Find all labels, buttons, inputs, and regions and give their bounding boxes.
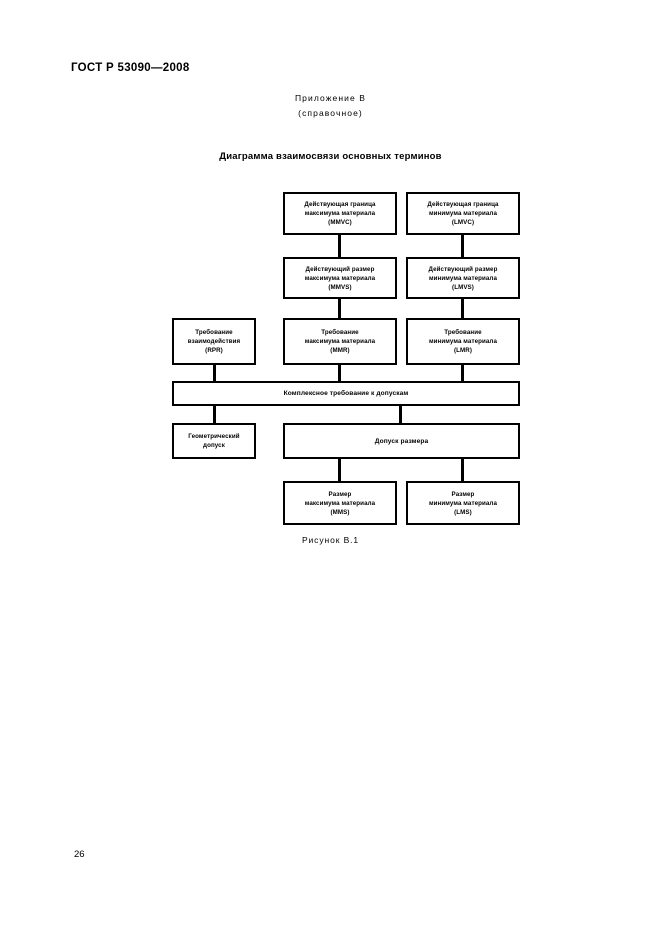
- node-rpr-label: Требование взаимодействия (RPR): [187, 329, 241, 354]
- node-complex-requirement-label: Комплексное требование к допускам: [283, 390, 409, 397]
- connector-lmvs-lmr: [461, 297, 464, 320]
- connector-complex-geotol: [213, 404, 216, 425]
- annex-block: Приложение В (справочное): [0, 91, 661, 121]
- node-mmvc-label: Действующая граница максимума материала …: [304, 201, 376, 226]
- connector-lmvc-lmvs: [461, 233, 464, 259]
- node-mmvs[interactable]: Действующий размер максимума материала (…: [283, 257, 397, 299]
- node-mms[interactable]: Размер максимума материала (MMS): [283, 481, 397, 525]
- connector-mmvs-mmr: [338, 297, 341, 320]
- page-number: 26: [74, 849, 85, 860]
- node-lmvs[interactable]: Действующий размер минимума материала (L…: [406, 257, 520, 299]
- node-rpr[interactable]: Требование взаимодействия (RPR): [172, 318, 256, 365]
- connector-mmr-complex: [338, 363, 341, 383]
- node-lmvs-label: Действующий размер минимума материала (L…: [428, 265, 498, 291]
- node-lms-label: Размер минимума материала (LMS): [428, 490, 498, 516]
- connector-mmvc-mmvs: [338, 233, 341, 259]
- node-size-tolerance-label: Допуск размера: [374, 437, 429, 445]
- connector-lmr-complex: [461, 363, 464, 383]
- node-mmr-label: Требование максимума материала (MMR): [304, 329, 376, 354]
- node-complex-requirement[interactable]: Комплексное требование к допускам: [172, 381, 520, 406]
- node-mmvc[interactable]: Действующая граница максимума материала …: [283, 192, 397, 235]
- standard-header: ГОСТ Р 53090—2008: [71, 62, 190, 74]
- node-geometric-tolerance-label: Геометрический допуск: [188, 433, 240, 449]
- connector-sizetol-mms: [338, 459, 341, 481]
- figure-title: Диаграмма взаимосвязи основных терминов: [219, 151, 442, 162]
- node-lmvc[interactable]: Действующая граница минимума материала (…: [406, 192, 520, 235]
- node-mmr[interactable]: Требование максимума материала (MMR): [283, 318, 397, 365]
- node-lmr[interactable]: Требование минимума материала (LMR): [406, 318, 520, 365]
- annex-kind: (справочное): [298, 108, 363, 118]
- node-size-tolerance[interactable]: Допуск размера: [283, 423, 520, 459]
- figure-caption: Рисунок В.1: [301, 535, 360, 545]
- annex-title: Приложение В: [294, 93, 367, 103]
- node-mmvs-label: Действующий размер максимума материала (…: [304, 265, 376, 291]
- node-lmvc-label: Действующая граница минимума материала (…: [427, 201, 499, 226]
- connector-sizetol-lms: [461, 459, 464, 481]
- node-lms[interactable]: Размер минимума материала (LMS): [406, 481, 520, 525]
- node-mms-label: Размер максимума материала (MMS): [304, 490, 376, 516]
- node-geometric-tolerance[interactable]: Геометрический допуск: [172, 423, 256, 459]
- connector-complex-sizetol: [399, 404, 402, 425]
- node-lmr-label: Требование минимума материала (LMR): [428, 329, 498, 354]
- connector-rpr-complex: [213, 363, 216, 383]
